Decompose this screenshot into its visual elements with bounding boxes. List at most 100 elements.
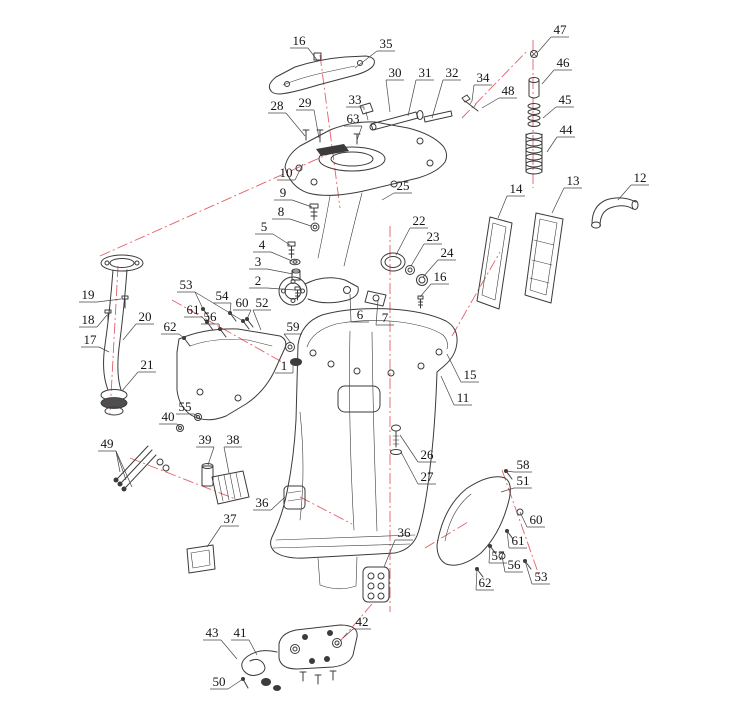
part-number: 24 bbox=[441, 245, 455, 260]
part-number: 4 bbox=[259, 237, 266, 252]
part-callout-45: 45 bbox=[542, 92, 574, 119]
part-callout-60: 60 bbox=[233, 295, 252, 320]
part-number: 11 bbox=[457, 390, 470, 405]
part-callout-50: 50 bbox=[210, 674, 244, 690]
part-number: 58 bbox=[517, 457, 530, 472]
part-callout-42: 42 bbox=[342, 614, 371, 639]
part-callout-32: 32 bbox=[431, 65, 461, 119]
part-callout-55: 55 bbox=[176, 399, 199, 417]
seal-rings bbox=[380, 252, 428, 309]
part-number: 5 bbox=[261, 219, 268, 234]
part-callout-36: 36 bbox=[253, 495, 286, 511]
part-number: 7 bbox=[382, 310, 389, 325]
part-number: 61 bbox=[512, 533, 525, 548]
side-plate-13 bbox=[524, 212, 564, 304]
part-number: 56 bbox=[508, 557, 522, 572]
part-callout-8: 8 bbox=[272, 204, 312, 227]
part-callout-16: 16 bbox=[419, 269, 449, 298]
part-number: 48 bbox=[502, 83, 515, 98]
part-callout-4: 4 bbox=[253, 237, 293, 262]
part-number: 16 bbox=[293, 33, 307, 48]
part-number: 31 bbox=[419, 65, 432, 80]
part-callout-56: 56 bbox=[201, 309, 221, 330]
part-callout-16: 16 bbox=[290, 33, 318, 61]
part-number: 18 bbox=[82, 312, 95, 327]
part-number: 45 bbox=[559, 92, 572, 107]
part-callout-6: 6 bbox=[349, 293, 369, 323]
lower-casing bbox=[270, 308, 458, 590]
part-callout-62: 62 bbox=[161, 319, 185, 339]
part-callout-43: 43 bbox=[203, 625, 238, 660]
part-callout-25: 25 bbox=[381, 178, 412, 201]
part-number: 37 bbox=[224, 511, 238, 526]
part-number: 35 bbox=[380, 36, 393, 51]
part-number: 1 bbox=[281, 358, 288, 373]
part-callout-51: 51 bbox=[500, 473, 532, 493]
part-callout-34: 34 bbox=[471, 70, 492, 102]
part-number: 3 bbox=[255, 254, 262, 269]
part-number: 22 bbox=[413, 213, 426, 228]
part-callout-22: 22 bbox=[395, 213, 428, 256]
part-callout-56: 56 bbox=[501, 555, 523, 573]
part-number: 47 bbox=[554, 22, 568, 37]
part-number: 30 bbox=[389, 65, 402, 80]
part-callout-57: 57 bbox=[488, 545, 507, 564]
part-callout-5: 5 bbox=[255, 219, 291, 246]
part-callout-53: 53 bbox=[524, 560, 550, 585]
part-callout-46: 46 bbox=[541, 55, 572, 85]
part-number: 39 bbox=[199, 432, 212, 447]
axis-lines bbox=[99, 40, 541, 647]
part-callout-28: 28 bbox=[268, 98, 306, 137]
part-callout-58: 58 bbox=[505, 457, 532, 473]
part-number: 54 bbox=[216, 288, 230, 303]
part-callout-17: 17 bbox=[81, 332, 110, 353]
part-callout-9: 9 bbox=[274, 185, 313, 208]
part-number: 8 bbox=[278, 204, 285, 219]
part-callout-62: 62 bbox=[475, 568, 494, 591]
part-number: 53 bbox=[180, 277, 193, 292]
part-callout-53: 53 bbox=[177, 277, 244, 322]
part-callout-14: 14 bbox=[497, 181, 525, 219]
part-callout-29: 29 bbox=[296, 95, 320, 139]
part-number: 63 bbox=[347, 111, 360, 126]
fastener-column bbox=[287, 203, 320, 301]
part-callout-54: 54 bbox=[213, 288, 232, 314]
part-number: 52 bbox=[256, 295, 269, 310]
part-callout-61: 61 bbox=[184, 302, 208, 323]
part-number: 32 bbox=[446, 65, 459, 80]
water-tube-assembly bbox=[359, 94, 479, 131]
part-callout-20: 20 bbox=[122, 309, 154, 341]
part-number: 12 bbox=[634, 170, 647, 185]
part-callout-35: 35 bbox=[354, 36, 395, 69]
part-callout-23: 23 bbox=[410, 229, 442, 267]
part-callout-41: 41 bbox=[231, 625, 258, 656]
part-number: 28 bbox=[271, 98, 284, 113]
part-callout-27: 27 bbox=[400, 451, 436, 485]
part-callout-33: 33 bbox=[346, 92, 365, 110]
part-callout-15: 15 bbox=[446, 353, 479, 383]
part-callout-2: 2 bbox=[249, 273, 296, 291]
part-number: 14 bbox=[510, 181, 524, 196]
right-side-cover bbox=[436, 469, 532, 578]
part-number: 40 bbox=[162, 409, 175, 424]
part-number: 57 bbox=[492, 548, 506, 563]
part-number: 33 bbox=[349, 92, 362, 107]
part-number: 19 bbox=[82, 287, 95, 302]
part-number: 27 bbox=[421, 469, 435, 484]
part-number: 25 bbox=[397, 178, 410, 193]
part-number: 46 bbox=[557, 55, 571, 70]
part-number: 53 bbox=[535, 569, 548, 584]
part-number: 50 bbox=[213, 674, 226, 689]
part-callout-48: 48 bbox=[481, 83, 517, 109]
part-number: 13 bbox=[567, 173, 580, 188]
part-callout-24: 24 bbox=[422, 245, 456, 278]
part-callout-60: 60 bbox=[519, 511, 545, 528]
part-number: 23 bbox=[427, 229, 440, 244]
part-number: 26 bbox=[421, 447, 435, 462]
part-number: 29 bbox=[299, 95, 312, 110]
part-callout-30: 30 bbox=[385, 65, 404, 113]
part-number: 36 bbox=[256, 495, 270, 510]
bolt-26-27 bbox=[390, 424, 402, 455]
part-callout-47: 47 bbox=[537, 22, 569, 53]
